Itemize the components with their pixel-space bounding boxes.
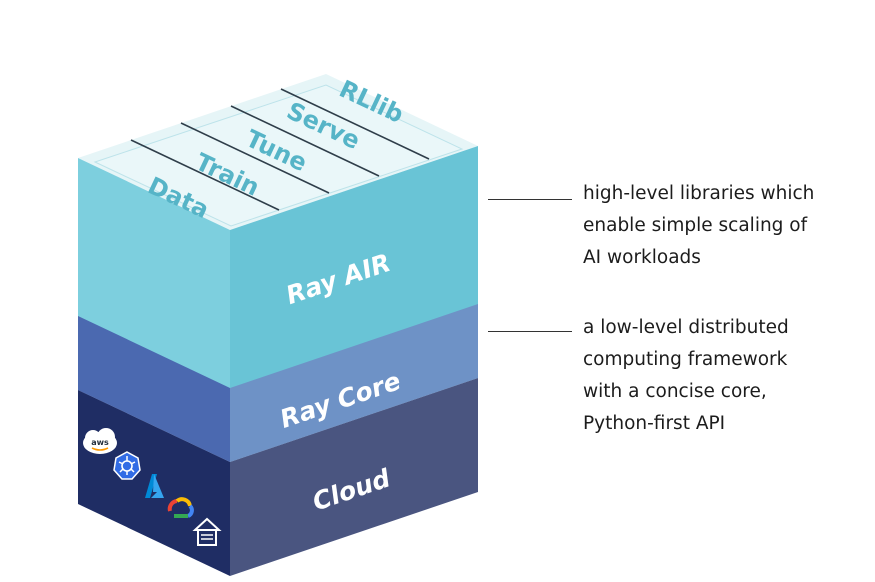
aws-icon: aws: [83, 428, 117, 454]
ray-core-description-line: with a concise core,: [583, 381, 767, 402]
ray-core-description-line: Python-first API: [583, 413, 726, 434]
core-right-face: [230, 294, 478, 462]
azure-icon: [145, 474, 164, 498]
svg-text:aws: aws: [91, 438, 109, 447]
air-right-face: [230, 146, 478, 388]
cloud-icons: aws: [83, 428, 222, 546]
air-left-face: [78, 158, 230, 388]
ray-core-description-line: a low-level distributed: [583, 317, 789, 338]
ray-air-description: high-level libraries which enable simple…: [583, 178, 814, 274]
ray-air-layer: Data Train Tune Serve RLlib Ray AIR: [78, 74, 478, 388]
library-dividers: [130, 88, 430, 211]
google-cloud-icon: [167, 497, 194, 518]
ray-core-connector-line: [488, 331, 572, 332]
ray-air-description-line: AI workloads: [583, 247, 701, 268]
ray-air-connector-line: [488, 199, 572, 200]
on-premise-icon: [192, 517, 222, 546]
ray-air-description-line: high-level libraries which: [583, 183, 815, 204]
air-top-inner-panel: [93, 84, 464, 227]
ray-core-description-line: computing framework: [583, 349, 788, 370]
ray-air-description-line: enable simple scaling of: [583, 215, 808, 236]
ray-core-description: a low-level distributed computing framew…: [583, 312, 789, 440]
kubernetes-icon: [113, 451, 141, 480]
cloud-right-face: [230, 378, 478, 576]
core-left-face: [78, 306, 230, 462]
